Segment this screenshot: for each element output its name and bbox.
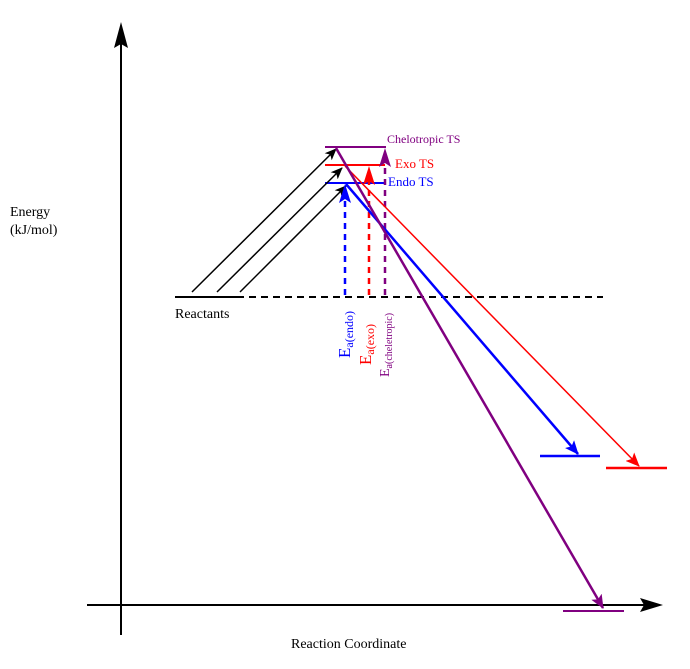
endo-ts-to-product-arrow — [345, 183, 579, 455]
ea-exo-label-base: E — [356, 355, 375, 365]
ea-chelotropic-arrowhead-icon — [379, 148, 391, 167]
reactants-to-endo-ts-arrow — [239, 185, 347, 293]
ea-endo-arrowhead-icon — [339, 184, 351, 203]
endo-ts-label: Endo TS — [388, 174, 434, 189]
chelotropic-ts-label: Chelotropic TS — [387, 132, 460, 146]
y-axis-label-line1: Energy — [10, 205, 50, 220]
exo-ts-to-product-arrow — [344, 165, 640, 467]
ea-endo-label: Ea(endo) — [335, 311, 356, 358]
ea-chelotropic-label-sub: a(cheletropic) — [384, 313, 395, 369]
x-axis-arrowhead-icon — [640, 598, 663, 612]
ea-endo-label-base: E — [335, 348, 354, 358]
reactants-to-chelotropic-ts-arrow — [191, 148, 337, 293]
ea-chelotropic-label-base: E — [378, 368, 393, 377]
reactants-label: Reactants — [175, 307, 229, 322]
ea-endo-label-sub: a(endo) — [342, 311, 356, 348]
reactants-to-exo-ts-arrow — [216, 167, 343, 293]
chelotropic-ts-to-product-arrow — [334, 147, 605, 609]
exo-ts-label: Exo TS — [395, 156, 434, 171]
y-axis-label-line2: (kJ/mol) — [10, 223, 58, 238]
x-axis-label: Reaction Coordinate — [291, 637, 406, 652]
svg-text:Ea(endo): Ea(endo) — [335, 311, 356, 358]
ea-exo-label-sub: a(exo) — [363, 324, 377, 355]
svg-text:Ea(exo): Ea(exo) — [356, 324, 377, 365]
ea-exo-label: Ea(exo) — [356, 324, 377, 365]
ea-exo-arrowhead-icon — [363, 166, 375, 185]
ea-chelotropic-label: Ea(cheletropic) — [378, 313, 395, 377]
svg-text:Ea(cheletropic): Ea(cheletropic) — [378, 313, 395, 377]
y-axis-arrowhead-icon — [114, 22, 128, 48]
